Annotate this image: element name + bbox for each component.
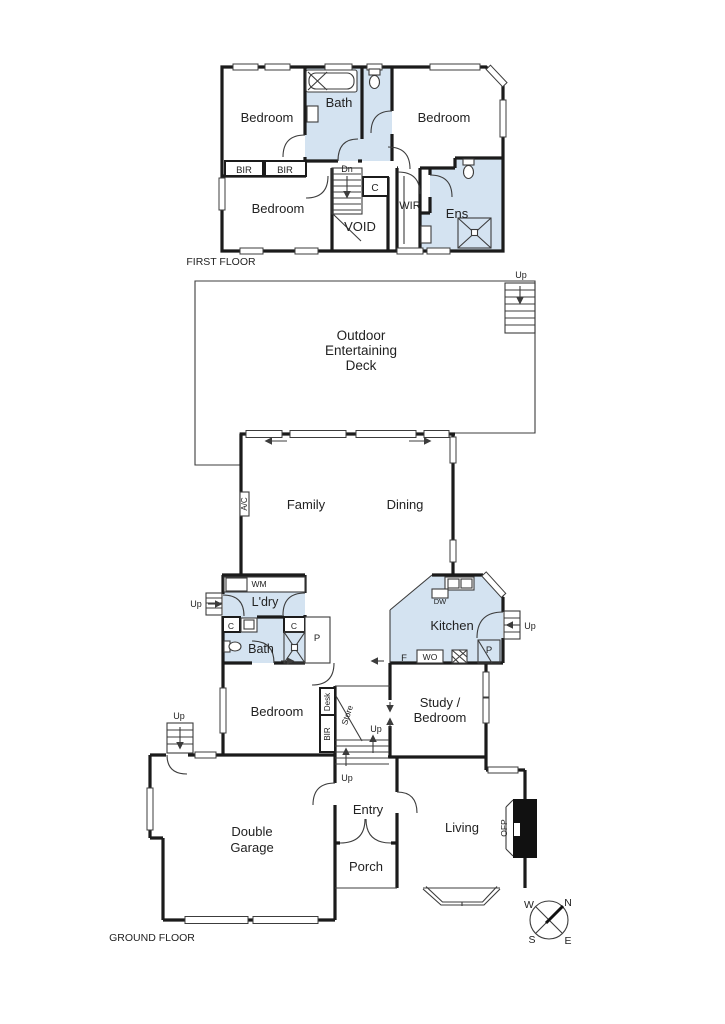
first-floor-windows bbox=[218, 63, 508, 255]
label-bedroom-top-left: Bedroom bbox=[241, 110, 294, 125]
air-conditioner-icon bbox=[239, 491, 250, 517]
sink-icon bbox=[444, 576, 475, 591]
dishwasher-icon bbox=[431, 588, 449, 599]
label-pantry-bath: P bbox=[314, 633, 320, 644]
first-floor-title: FIRST FLOOR bbox=[186, 256, 256, 268]
label-family: Family bbox=[287, 497, 326, 512]
cupboard-box bbox=[362, 176, 389, 197]
compass-east: E bbox=[564, 935, 571, 947]
kitchen-wet-area bbox=[390, 575, 503, 663]
label-bath-gf: Bath bbox=[248, 642, 274, 656]
label-laundry-up: Up bbox=[190, 599, 202, 609]
label-wall-oven: WO bbox=[423, 652, 438, 662]
label-garage-up: Up bbox=[173, 711, 185, 721]
label-laundry: L'dry bbox=[252, 595, 279, 609]
ensuite-vanity-icon bbox=[420, 225, 432, 244]
ground-floor-windows bbox=[146, 430, 519, 924]
center-stairs-icon bbox=[335, 685, 390, 766]
label-bedroom-top-right: Bedroom bbox=[418, 110, 471, 125]
ensuite-toilet-icon bbox=[462, 158, 475, 180]
stairs-down-icon bbox=[331, 167, 363, 242]
label-study-line1: Study / bbox=[420, 695, 461, 710]
laundry-steps-icon bbox=[205, 592, 223, 616]
label-stairs-up-entry: Up bbox=[341, 773, 353, 783]
ensuite-wet-area bbox=[420, 158, 503, 251]
bir-g-box bbox=[319, 714, 336, 753]
bay-window-icon bbox=[422, 886, 501, 906]
label-wm: WM bbox=[251, 579, 266, 589]
kitchen-steps-icon bbox=[503, 610, 521, 640]
compass-north: N bbox=[564, 897, 572, 909]
ground-floor-title: GROUND FLOOR bbox=[109, 932, 195, 944]
compass-west: W bbox=[524, 899, 534, 911]
washing-machine-icon bbox=[225, 577, 248, 592]
label-kitchen-up: Up bbox=[524, 621, 536, 631]
label-entry: Entry bbox=[353, 802, 384, 817]
closet-left-box bbox=[222, 616, 241, 633]
label-porch: Porch bbox=[349, 859, 383, 874]
label-bedroom-gf: Bedroom bbox=[251, 704, 304, 719]
pantry-kitchen-corner bbox=[477, 639, 501, 664]
label-store: Store bbox=[339, 704, 355, 727]
label-ofp: OFP bbox=[499, 819, 509, 837]
label-ac: A/C bbox=[240, 497, 249, 511]
label-stairs-dn: Dn bbox=[341, 164, 353, 174]
ensuite-shower-icon bbox=[457, 217, 492, 249]
garage-steps-icon bbox=[166, 722, 194, 754]
first-floor-plan: Bedroom Bath Bedroom BIR BIR Bedroom Dn … bbox=[186, 63, 508, 268]
label-closet-right: C bbox=[291, 621, 297, 631]
label-deck-line1: Outdoor bbox=[337, 328, 386, 343]
cooktop-icon bbox=[451, 649, 468, 664]
compass-south: S bbox=[528, 934, 535, 946]
label-pantry-kitchen: P bbox=[486, 645, 492, 656]
label-garage-line2: Garage bbox=[230, 840, 273, 855]
label-fridge: F bbox=[401, 653, 407, 664]
label-dishwasher: DW bbox=[434, 597, 447, 606]
bath-vanity-g-icon bbox=[240, 617, 258, 633]
label-study-line2: Bedroom bbox=[414, 710, 467, 725]
fireplace-icon bbox=[505, 799, 537, 858]
opening-arrows bbox=[264, 437, 432, 728]
oven-icon bbox=[416, 649, 444, 664]
label-bir-gf: BIR bbox=[323, 727, 332, 741]
ground-floor-door-arcs bbox=[166, 592, 504, 844]
label-bedroom-bottom-left: Bedroom bbox=[252, 201, 305, 216]
label-bath-ff: Bath bbox=[326, 95, 353, 110]
wc-toilet-icon bbox=[368, 68, 381, 90]
label-deck-line3: Deck bbox=[346, 358, 377, 373]
kitchen-open-edge bbox=[389, 574, 433, 663]
first-floor-door-arcs bbox=[282, 110, 453, 199]
toilet-g-icon bbox=[223, 640, 242, 653]
label-closet-left: C bbox=[228, 621, 234, 631]
label-living: Living bbox=[445, 820, 479, 835]
label-stairs-up-mid: Up bbox=[370, 724, 382, 734]
pantry-bath-closet bbox=[304, 616, 331, 664]
label-ensuite: Ens bbox=[446, 206, 469, 221]
garage-door-right bbox=[252, 916, 319, 924]
bathtub-icon bbox=[305, 69, 358, 93]
bir-left-robe bbox=[224, 160, 264, 177]
label-wir: WIR bbox=[399, 200, 420, 212]
label-bir-left: BIR bbox=[236, 165, 252, 176]
label-cupboard: C bbox=[371, 183, 378, 194]
label-dining: Dining bbox=[387, 497, 424, 512]
label-desk: Desk bbox=[323, 692, 332, 711]
label-void: VOID bbox=[344, 219, 376, 234]
label-deck-line2: Entertaining bbox=[325, 343, 397, 358]
ground-floor-plan: Up Outdoor Entertaining Deck Family Dini… bbox=[109, 270, 537, 944]
bath-vanity-icon bbox=[306, 105, 319, 123]
label-deck-up: Up bbox=[515, 270, 527, 280]
garage-door-left bbox=[184, 916, 249, 924]
deck-stairs-icon bbox=[504, 282, 536, 334]
ground-floor-walls bbox=[148, 432, 527, 922]
compass-rose-icon: W N S E bbox=[524, 897, 572, 947]
label-bir-right: BIR bbox=[277, 165, 293, 176]
label-kitchen: Kitchen bbox=[430, 618, 473, 633]
label-garage-line1: Double bbox=[231, 824, 272, 839]
bir-right-robe bbox=[264, 160, 307, 177]
